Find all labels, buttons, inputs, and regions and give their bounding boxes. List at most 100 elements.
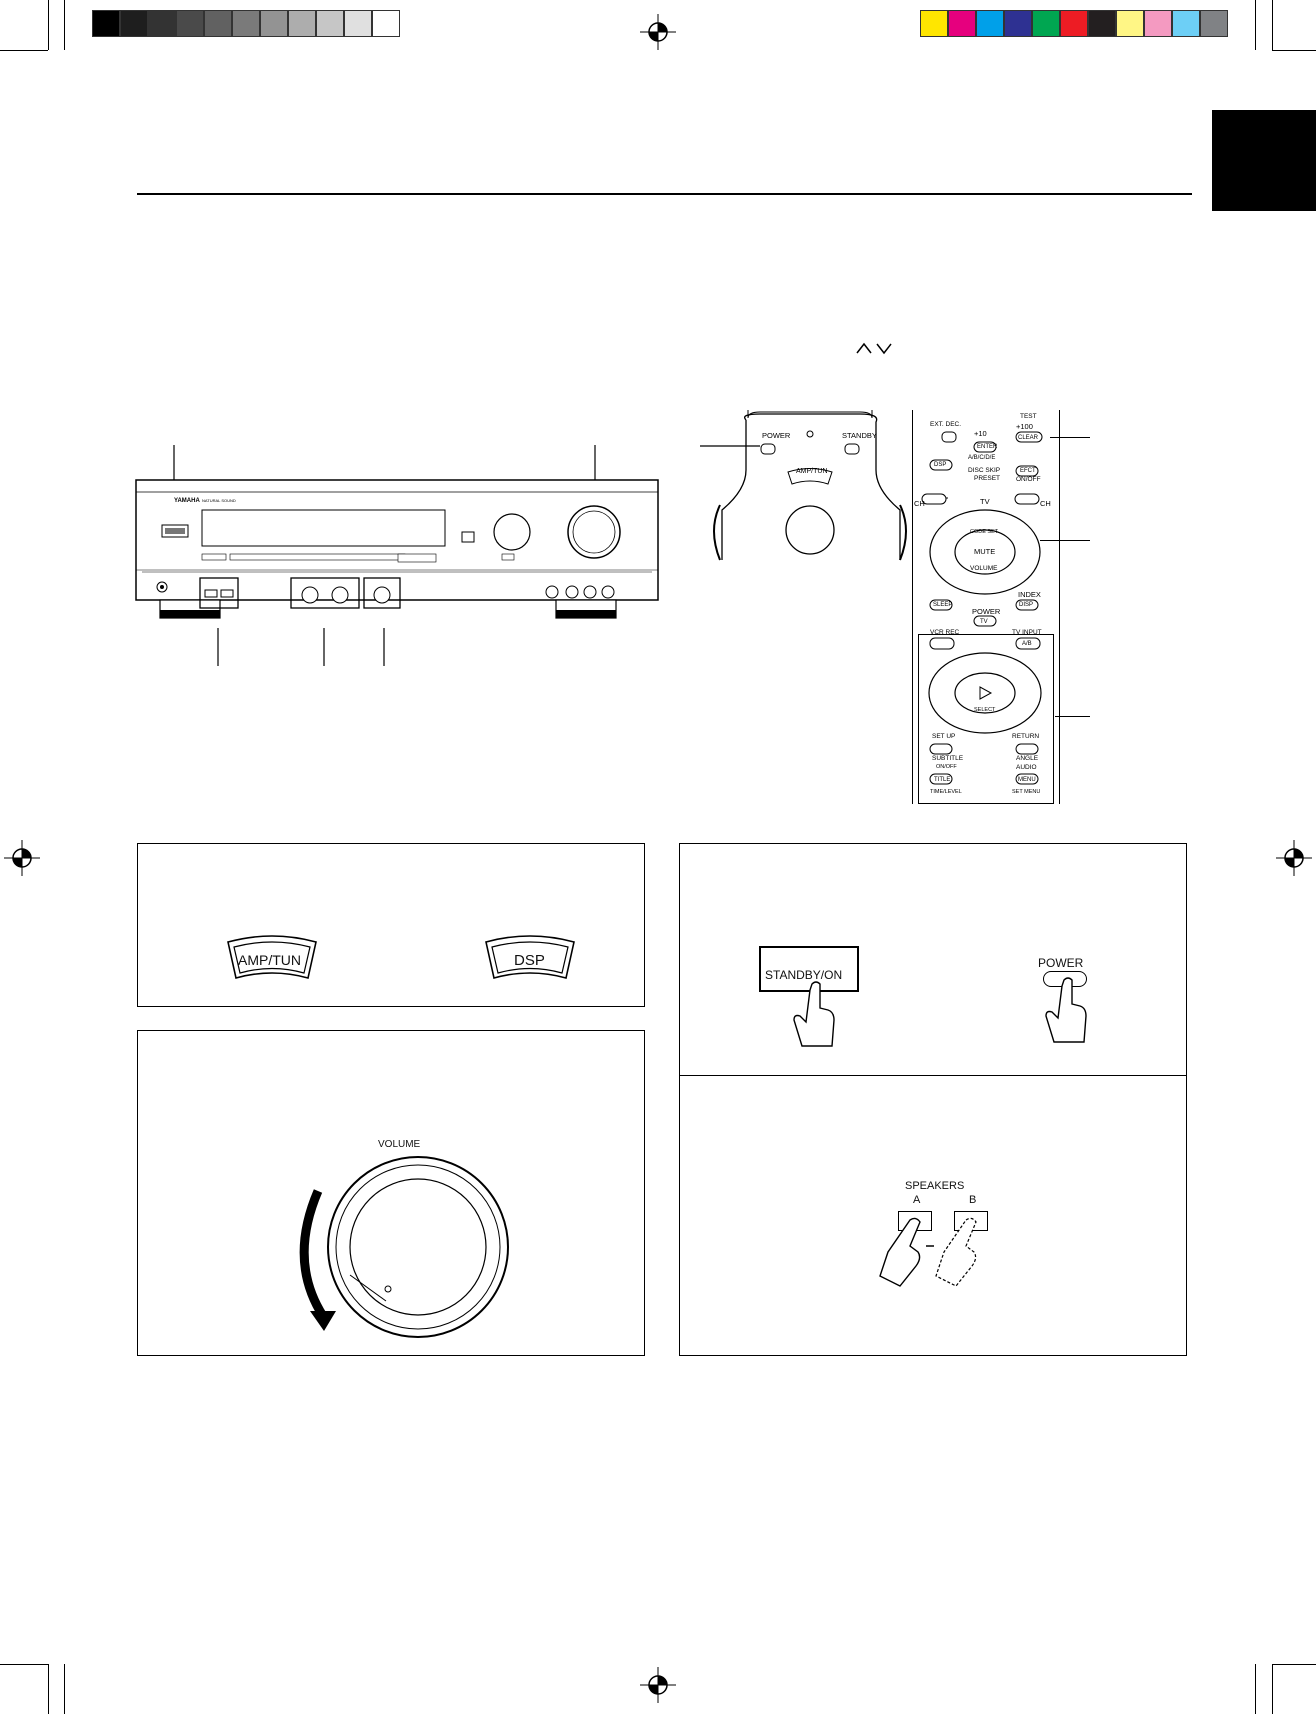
color-swatch (1032, 10, 1060, 37)
remote-right-graphics (921, 431, 1043, 785)
standby-on-label: STANDBY/ON (765, 968, 843, 982)
remote-ab-label: A/B (1022, 641, 1032, 647)
color-swatch (920, 10, 948, 37)
gray-swatch (148, 10, 176, 37)
speakers-label: SPEAKERS (905, 1180, 965, 1192)
hand-pointer-icon-2 (1045, 977, 1087, 1043)
remote-return-label: RETURN (1012, 733, 1040, 740)
receiver-sub: NATURAL SOUND (202, 498, 236, 503)
remote-test-label: TEST (1020, 413, 1037, 420)
crop-mark-tr-v (1272, 0, 1273, 50)
remote-disc-skip-label: DISC SKIP (968, 467, 1001, 474)
crop-mark-br-h (1272, 1664, 1316, 1665)
remote-vcr-rec-label: VCR REC (930, 629, 960, 636)
remote-small-power-label: POWER (762, 431, 791, 440)
remote-ch-left-label: CH (914, 499, 925, 508)
speakers-a-label: A (913, 1194, 921, 1206)
color-swatch (948, 10, 976, 37)
registration-mark-top (640, 14, 676, 50)
remote-efct-label: EFCT (1020, 468, 1036, 474)
volume-panel: VOLUME (137, 1030, 645, 1356)
remote-tv-input-label: TV INPUT (1012, 629, 1042, 636)
remote-dsp-label: DSP (934, 462, 947, 468)
speakers-hands-icon (879, 1217, 977, 1287)
remote-set-menu-label: SET MENU (1012, 789, 1041, 795)
remote-top-illustration (700, 410, 907, 561)
registration-mark-right (1276, 840, 1312, 876)
remote-small-amp-tun-label: AMP/TUN (796, 468, 828, 475)
remote-dvd-box (918, 634, 1054, 804)
remote-plus10-label: +10 (974, 429, 987, 438)
crop-mark-bl-h (0, 1664, 48, 1665)
gray-swatch (204, 10, 232, 37)
remote-title-label: TITLE (934, 777, 951, 783)
header-rule (137, 193, 1192, 195)
remote-disp-label: DISP (1019, 602, 1034, 608)
remote-enter-label: ENTER (977, 444, 998, 450)
color-swatch (1088, 10, 1116, 37)
remote-code-set-label: CODE SET (970, 529, 999, 535)
remote-audio-label: AUDIO (1016, 764, 1037, 771)
callout-volume (1040, 540, 1090, 541)
gray-swatch (92, 10, 120, 37)
remote-tv-button-label: TV (980, 619, 988, 625)
hand-pointer-icon (793, 981, 835, 1047)
remote-plus100-label: +100 (1016, 422, 1033, 431)
crop-mark-tr-v2 (1255, 0, 1256, 50)
up-down-chevron-icon (856, 342, 892, 355)
color-swatch (1060, 10, 1088, 37)
color-swatch (1144, 10, 1172, 37)
remote-subtitle-label: SUBTITLE (932, 755, 964, 762)
power-label: POWER (1038, 956, 1084, 970)
color-swatch (976, 10, 1004, 37)
registration-mark-bottom (640, 1667, 676, 1703)
remote-ch-right-label: CH (1040, 499, 1051, 508)
gray-swatch (232, 10, 260, 37)
amp-tun-button-icon (227, 935, 317, 979)
remote-on-off2-label: ON/OFF (936, 764, 957, 770)
dsp-label: DSP (514, 952, 545, 969)
remote-power-label: POWER (972, 607, 1001, 616)
remote-set-up-label: SET UP (932, 733, 956, 740)
buttons-panel: AMP/TUN DSP (137, 843, 645, 1007)
gray-swatch (176, 10, 204, 37)
remote-ext-dec-label: EXT. DEC. (930, 421, 962, 428)
standby-on-button (759, 946, 859, 992)
receiver-brand: YAMAHA (174, 498, 200, 504)
registration-mark-left (4, 840, 40, 876)
standby-panel: STANDBY/ON POWER (679, 843, 1187, 1076)
gray-swatch (288, 10, 316, 37)
crop-mark-bl-v (48, 1664, 49, 1714)
gray-swatch (260, 10, 288, 37)
remote-angle-label: ANGLE (1016, 755, 1039, 762)
remote-index-label: INDEX (1018, 590, 1041, 599)
crop-mark-br-v (1272, 1664, 1273, 1714)
amp-tun-label: AMP/TUN (238, 952, 301, 968)
remote-volume-label: VOLUME (970, 565, 998, 572)
remote-sleep-label: SLEEP (933, 602, 953, 608)
color-swatch (1200, 10, 1228, 37)
remote-select-label: SELECT (974, 707, 996, 713)
speakers-b-label: B (969, 1194, 977, 1206)
callout-clear (1050, 437, 1090, 438)
dsp-button-icon (485, 935, 575, 979)
remote-on-off-label: ON/OFF (1016, 476, 1041, 483)
crop-mark-br-v2 (1255, 1664, 1256, 1714)
crop-mark-tr-h (1272, 50, 1316, 51)
remote-menu-label: MENU (1018, 777, 1036, 783)
language-tab (1212, 110, 1316, 211)
color-swatch (1004, 10, 1032, 37)
crop-mark-tl-v2 (64, 0, 65, 50)
crop-mark-tl-h (0, 50, 48, 51)
remote-preset-label: PRESET (974, 475, 1001, 482)
crop-mark-tl-v (48, 0, 49, 50)
remote-mute-label: MUTE (974, 547, 996, 556)
color-swatch (1172, 10, 1200, 37)
remote-right-illustration (912, 410, 1060, 804)
remote-clear-label: CLEAR (1018, 435, 1039, 441)
remote-time-level-label: TIME/LEVEL (930, 789, 962, 795)
remote-small-standby-label: STANDBY (842, 431, 877, 440)
volume-knob-icon (299, 1156, 509, 1338)
gray-swatch (120, 10, 148, 37)
callout-dvd (1055, 716, 1090, 717)
